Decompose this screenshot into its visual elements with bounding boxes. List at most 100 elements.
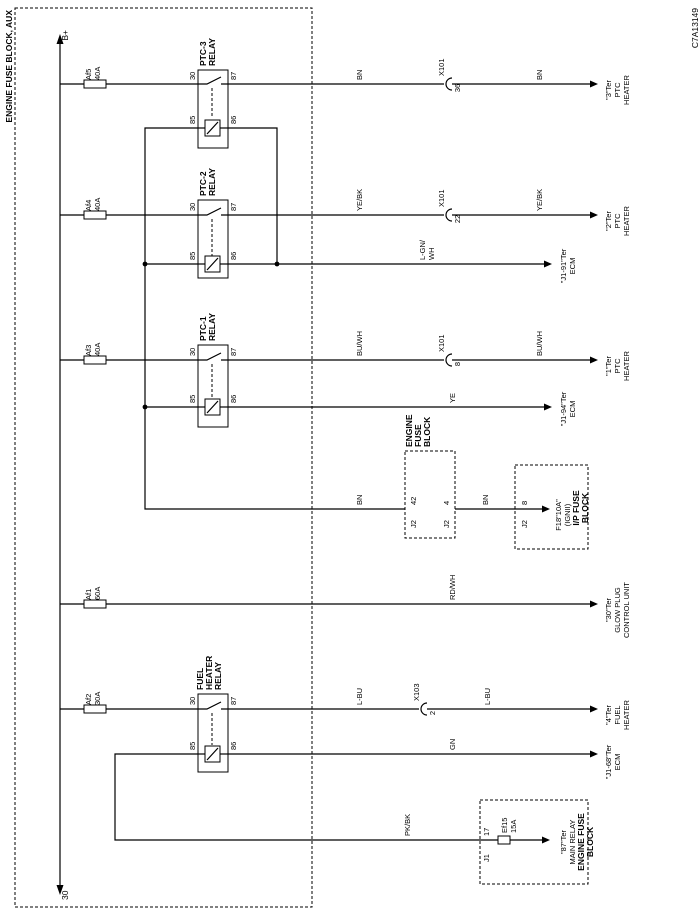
fuse-af4 [60, 210, 198, 220]
engine-fuse-block-title: ENGINE [404, 414, 414, 447]
pin-42: 42 [409, 497, 418, 505]
connector-pin: 2 [428, 711, 437, 715]
fuse-name: Af3 [84, 345, 93, 356]
engine-fuse-block-title: FUSE [413, 424, 423, 447]
dest-label: GLOW PLUG [613, 587, 622, 633]
main-relay-label: MAIN RELAY [568, 820, 577, 865]
relay-title: PTC-3 [198, 41, 208, 66]
pin-label: 30 [188, 348, 197, 356]
connector-pin: 22 [453, 215, 462, 223]
fuse-ef15: Ef15 [500, 818, 509, 833]
fuse-rating: 40A [93, 67, 102, 80]
fuse-name: Af2 [84, 694, 93, 705]
dest-label: "2"Ter [604, 211, 613, 231]
dest-label: "J1-94"Ter [559, 391, 568, 426]
pin-label: 30 [188, 72, 197, 80]
bplus-arrow-bottom [56, 885, 64, 895]
relay-title: FUEL [195, 668, 205, 690]
dest-label: "30"Ter [604, 597, 613, 622]
aux-block-label: ENGINE FUSE BLOCK, AUX [4, 10, 14, 123]
relay-fuel-heater [197, 693, 229, 773]
diagram-wiring [14, 7, 598, 908]
dest-label: PTC [613, 213, 622, 229]
aux-fuse-block-boundary [14, 7, 313, 908]
fuse-name: Af4 [84, 200, 93, 211]
fuse-rating: 30A [93, 692, 102, 705]
fuse-rating: 40A [93, 198, 102, 211]
connector-name: X103 [412, 683, 421, 701]
relay-title: RELAY [207, 168, 217, 196]
pin-17: 17 [482, 828, 491, 836]
ip-fuse-block-title: I/P FUSE [571, 490, 581, 526]
wire-color: BN [355, 70, 364, 80]
fuse-name: Af1 [84, 589, 93, 600]
dest-label: "J1-91"Ter [559, 248, 568, 283]
wire-color: YE/BK [535, 189, 544, 211]
wire-color: YE/BK [355, 189, 364, 211]
wire-color: WH [427, 248, 436, 261]
fuse-af2 [60, 704, 198, 714]
relay-title: RELAY [207, 38, 217, 66]
relay-ptc2 [197, 199, 229, 279]
pin-label: 86 [229, 252, 238, 260]
dest-label: HEATER [622, 699, 631, 729]
connector-name: X101 [437, 334, 446, 352]
ip-fuse-ign: (IGNII) [563, 503, 572, 526]
fuse-af3 [60, 355, 198, 365]
wire-color: L-BU [355, 688, 364, 705]
main-relay-fuse-block-box [479, 799, 589, 885]
pin-8: 8 [520, 501, 529, 505]
engine-fuse-block-title: BLOCK [422, 416, 432, 447]
pin-label: 87 [229, 203, 238, 211]
connector-name: X101 [437, 58, 446, 76]
dest-label: HEATER [622, 350, 631, 380]
pin-label: 85 [188, 395, 197, 403]
pin-label: 85 [188, 116, 197, 124]
fuse-name: Af5 [84, 69, 93, 80]
diagram-labels: C7A13149 ENGINE FUSE BLOCK, AUX B+ 30 Af… [4, 8, 700, 900]
dest-label: HEATER [622, 74, 631, 104]
dest-label: "4"Ter [604, 705, 613, 725]
dest-label: HEATER [622, 205, 631, 235]
connector-name: X101 [437, 189, 446, 207]
ip-fuse-label: F18"10A" [554, 499, 563, 531]
pin-label: 87 [229, 348, 238, 356]
main-relay-ter: "87"Ter [559, 829, 568, 854]
dest-label: ECM [568, 401, 577, 418]
circuit-coil-control [114, 127, 598, 845]
fuse-rating: 40A [93, 343, 102, 356]
wire-color: YE [448, 393, 457, 403]
relay-ptc1 [197, 344, 229, 428]
dest-label: FUEL [613, 705, 622, 724]
main-relay-block-title: ENGINE FUSE [576, 813, 586, 871]
dest-label: ECM [613, 754, 622, 771]
term30-label: 30 [60, 890, 70, 900]
relay-ptc3 [197, 69, 229, 149]
wire-color: GN [448, 739, 457, 750]
bplus-label: B+ [60, 30, 70, 41]
dest-label: CONTROL UNIT [622, 582, 631, 638]
pin-label: 86 [229, 395, 238, 403]
pin-label: 85 [188, 252, 197, 260]
pin-label: 87 [229, 72, 238, 80]
relay-title: RELAY [213, 662, 223, 690]
fuse-af5 [60, 79, 198, 89]
connector-pin: 8 [453, 362, 462, 366]
relay-title: RELAY [207, 313, 217, 341]
dest-label: "J1-68"Ter [604, 744, 613, 779]
wire-color: BU/WH [535, 331, 544, 356]
connector-j2: J2 [409, 520, 418, 528]
pin-label: 87 [229, 697, 238, 705]
circuit-fuel-heater-output [228, 702, 598, 716]
pin-label: 85 [188, 742, 197, 750]
ip-fuse-block-box [514, 464, 589, 550]
relay-title: HEATER [204, 656, 214, 690]
fuse-af1 [60, 599, 590, 609]
pin-label: 30 [188, 203, 197, 211]
pin-label: 86 [229, 742, 238, 750]
pin-label: 30 [188, 697, 197, 705]
connector-j2: J2 [520, 520, 529, 528]
dest-label: PTC [613, 82, 622, 98]
connector-pin: 36 [453, 84, 462, 92]
